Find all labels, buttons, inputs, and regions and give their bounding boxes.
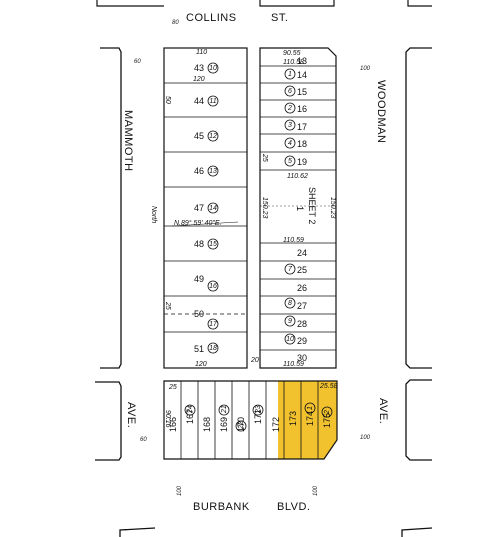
lot-19: 19 <box>297 157 307 167</box>
block-b-dim-bottom: 110.59 <box>283 361 304 368</box>
lot-170: 170 <box>236 417 246 432</box>
block-a-dim-120-bottom: 120 <box>195 361 207 368</box>
block-c-dim-25: 25 <box>168 384 177 391</box>
lot-174: 174 <box>305 411 315 426</box>
lot-49: 49 <box>194 274 204 284</box>
sheet-number: 1 <box>295 206 305 211</box>
lot-29: 29 <box>297 336 307 346</box>
street-width-mammoth: 60 <box>134 59 141 65</box>
block-b-side-25: 25 <box>261 153 268 162</box>
street-width-collins: 80 <box>172 20 179 26</box>
street-width-burbank-right: 100 <box>313 485 319 496</box>
lot-175: 175 <box>322 413 332 428</box>
street-width-burbank-left: 100 <box>177 485 183 496</box>
lot-167: 167 <box>185 409 195 424</box>
block-a-top-dim: 110 <box>196 49 207 56</box>
street-collins-suffix: ST. <box>271 12 288 24</box>
lot-25: 25 <box>297 265 307 275</box>
parcel-10: 10 <box>209 65 217 72</box>
parcel-12: 12 <box>209 133 217 140</box>
parcel-5: 5 <box>288 158 292 165</box>
parcel-6: 6 <box>288 88 292 95</box>
lot-47: 47 <box>194 203 204 213</box>
block-b-dim-right: 150.23 <box>329 197 336 219</box>
block-b-side-20: 20 <box>250 357 259 364</box>
parcel-4: 4 <box>288 140 292 147</box>
parcel-11: 11 <box>209 98 216 105</box>
street-woodman-suffix: AVE. <box>377 398 389 424</box>
parcel-9: 9 <box>288 318 292 325</box>
street-mammoth: MAMMOTH <box>122 110 134 172</box>
block-a-bearing: N.89° 59' 40"E. <box>174 219 222 227</box>
lot-44: 44 <box>194 96 204 106</box>
lot-50: 50 <box>194 309 204 319</box>
block-a-side-50: 50 <box>164 96 171 104</box>
lot-14: 14 <box>297 70 307 80</box>
block-c: 25 25.58 90.16 166 167 168 169 170 171 1… <box>163 380 338 460</box>
lot-48: 48 <box>194 239 204 249</box>
parcel-c-1: 1 <box>307 406 314 410</box>
parcel-c-2: 2 <box>324 410 331 415</box>
highlighted-parcels <box>278 381 337 459</box>
lot-166: 166 <box>168 417 178 432</box>
parcel-2: 2 <box>287 105 292 112</box>
lot-15: 15 <box>297 87 307 97</box>
street-width-mammoth-lower: 60 <box>140 437 147 443</box>
block-a: 110 120 120 N.89° 59' 40"E. North 50 25 … <box>150 47 248 369</box>
parcel-c-23: 23 <box>255 405 262 414</box>
lot-172: 172 <box>271 417 281 432</box>
street-burbank: BURBANK <box>193 501 250 513</box>
street-mammoth-suffix: AVE. <box>125 402 137 428</box>
lot-46: 46 <box>194 166 204 176</box>
block-c-dim-left: 90.16 <box>164 410 171 428</box>
block-b-dim-mid-a: 110.62 <box>287 173 308 180</box>
street-collins: COLLINS <box>186 12 237 24</box>
parcel-17: 17 <box>209 321 218 328</box>
block-b: 90.55 110.58 110.62 110.59 110.59 150.23… <box>250 47 337 369</box>
parcel-10-b: 10 <box>286 336 294 343</box>
lot-169: 169 <box>219 417 229 432</box>
lot-28: 28 <box>297 319 307 329</box>
block-a-north: North <box>150 206 157 223</box>
block-b-dim-left: 150.23 <box>261 197 268 219</box>
lot-27: 27 <box>297 301 307 311</box>
lot-168: 168 <box>202 417 212 432</box>
parcel-7: 7 <box>288 266 293 273</box>
lot-173: 173 <box>288 411 298 426</box>
parcel-16: 16 <box>209 283 217 290</box>
lot-16: 16 <box>297 104 307 114</box>
street-woodman: WOODMAN <box>375 80 387 143</box>
parcel-18: 18 <box>209 345 217 352</box>
lot-43: 43 <box>194 63 204 73</box>
lot-17: 17 <box>297 122 307 132</box>
parcel-c-21: 21 <box>221 405 228 414</box>
lot-13: 13 <box>297 56 307 66</box>
lot-51: 51 <box>194 344 204 354</box>
block-a-side-25: 25 <box>164 301 171 310</box>
parcel-8: 8 <box>288 300 292 307</box>
street-width-woodman-lower: 100 <box>360 435 371 441</box>
block-c-dim-top-right: 25.58 <box>319 383 338 390</box>
lot-18: 18 <box>297 139 307 149</box>
lot-26: 26 <box>297 283 307 293</box>
parcel-15: 15 <box>209 241 217 248</box>
parcel-14: 14 <box>209 205 217 212</box>
parcel-3: 3 <box>288 122 292 129</box>
parcel-c-22: 22 <box>238 421 245 430</box>
block-b-dim-upper: 110.58 <box>283 59 304 66</box>
parcel-1: 1 <box>288 71 292 78</box>
lot-171: 171 <box>253 409 263 424</box>
lot-45: 45 <box>194 131 204 141</box>
street-burbank-suffix: BLVD. <box>277 501 310 513</box>
block-b-dim-top: 90.55 <box>283 50 301 57</box>
block-b-dim-mid-b: 110.59 <box>283 237 304 244</box>
lot-24: 24 <box>297 248 307 258</box>
parcel-c-24: 24 <box>187 405 194 414</box>
lot-30: 30 <box>297 353 307 363</box>
sheet-label: SHEET 2 <box>307 187 317 224</box>
block-a-dim-120-top: 120 <box>193 76 205 83</box>
parcel-13: 13 <box>209 168 217 175</box>
street-width-woodman: 100 <box>360 66 371 72</box>
